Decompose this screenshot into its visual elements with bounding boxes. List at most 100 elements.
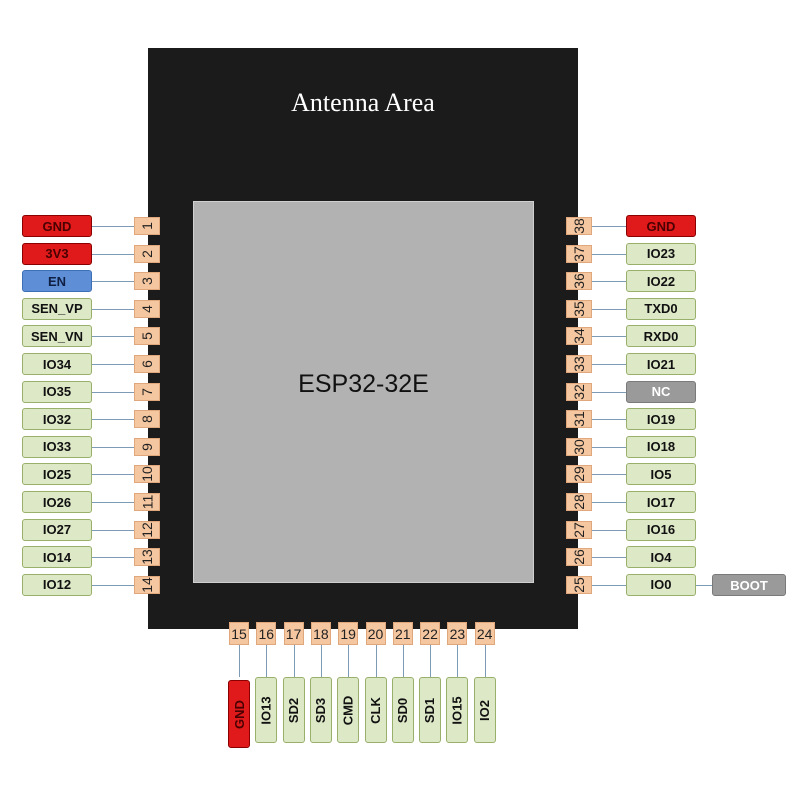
- right-pin-pad: 31: [566, 410, 592, 429]
- right-pin-wire: [592, 529, 626, 531]
- right-pin-wire: [592, 226, 626, 227]
- bottom-pin-wire: [320, 645, 322, 677]
- left-pin-number: 14: [138, 577, 155, 593]
- left-pin-label: EN: [47, 273, 67, 289]
- right-pin-pad: 37: [566, 244, 592, 263]
- left-pin-tag: IO34: [22, 353, 92, 375]
- right-pin-wire: [592, 557, 626, 559]
- bottom-pin-number: 17: [285, 625, 302, 642]
- left-pin-label: IO35: [42, 384, 72, 400]
- left-pin-wire: [92, 336, 134, 338]
- bottom-pin-label: SD2: [286, 697, 302, 723]
- bottom-pin-wire: [266, 645, 268, 677]
- left-pin-label: IO26: [42, 494, 72, 510]
- bottom-pin-tag: CMD: [337, 677, 360, 743]
- right-pin-label: IO0: [650, 577, 672, 593]
- left-pin-label: 3V3: [45, 246, 69, 262]
- bottom-pin-pad: 17: [283, 622, 304, 645]
- right-pin-number: 29: [570, 466, 587, 483]
- right-pin-pad: 34: [566, 327, 592, 346]
- bottom-pin-number: 21: [395, 625, 411, 642]
- right-pin-wire: [592, 419, 626, 421]
- left-pin-label: IO32: [42, 411, 72, 427]
- bottom-pin-wire: [375, 645, 377, 677]
- right-pin-pad: 30: [566, 437, 592, 456]
- bottom-pin-wire: [457, 645, 459, 677]
- bottom-pin-pad: 23: [447, 622, 468, 645]
- bottom-pin-pad: 15: [229, 622, 249, 645]
- left-pin-number: 11: [138, 494, 155, 510]
- right-pin-label: TXD0: [644, 301, 678, 317]
- right-pin-number: 35: [570, 301, 587, 317]
- left-pin-pad: 6: [134, 355, 160, 373]
- bottom-pin-wire: [293, 645, 295, 677]
- right-pin-wire: [592, 253, 626, 255]
- right-pin-number: 37: [570, 245, 587, 262]
- right-pin-wire: [592, 308, 626, 310]
- left-pin-label: SEN_VN: [30, 328, 84, 344]
- boot-wire: [694, 585, 712, 586]
- right-pin-tag: IO23: [626, 242, 696, 265]
- right-pin-number: 33: [570, 356, 587, 372]
- bottom-pin-number: 16: [258, 625, 275, 642]
- bottom-pin-wire: [402, 645, 404, 677]
- left-pin-wire: [92, 446, 134, 448]
- left-pin-label: IO14: [42, 549, 72, 565]
- right-pin-pad: 33: [566, 355, 592, 373]
- left-pin-tag: IO25: [22, 463, 92, 486]
- left-pin-wire: [92, 226, 134, 227]
- left-pin-pad: 14: [134, 575, 160, 594]
- right-pin-label: NC: [651, 384, 671, 400]
- left-pin-wire: [92, 419, 134, 421]
- left-pin-wire: [92, 529, 134, 531]
- left-pin-pad: 5: [134, 327, 160, 346]
- left-pin-pad: 8: [134, 410, 160, 429]
- chip-name-label: ESP32-32E: [298, 370, 429, 398]
- left-pin-pad: 12: [134, 520, 160, 539]
- right-pin-number: 28: [570, 494, 587, 510]
- right-pin-wire: [592, 474, 626, 476]
- right-pin-pad: 35: [566, 299, 592, 318]
- left-pin-tag: IO33: [22, 435, 92, 458]
- left-pin-label: IO25: [42, 466, 72, 482]
- right-pin-number: 31: [570, 411, 587, 427]
- left-pin-tag: IO35: [22, 380, 92, 403]
- left-pin-pad: 13: [134, 548, 160, 567]
- right-pin-label: GND: [646, 218, 676, 234]
- bottom-pin-tag: CLK: [364, 677, 387, 743]
- left-pin-number: 12: [138, 521, 155, 538]
- right-pin-label: IO22: [646, 273, 676, 289]
- right-pin-tag: IO5: [626, 463, 696, 486]
- right-pin-tag: IO21: [626, 353, 696, 375]
- right-pin-pad: 36: [566, 272, 592, 291]
- left-pin-pad: 3: [134, 272, 160, 291]
- bottom-pin-tag: IO15: [446, 677, 469, 743]
- right-pin-label: IO5: [650, 466, 672, 482]
- left-pin-number: 6: [138, 360, 155, 368]
- right-pin-wire: [592, 391, 626, 393]
- bottom-pin-pad: 24: [474, 622, 495, 645]
- boot-tag: BOOT: [712, 574, 786, 596]
- right-pin-tag: GND: [626, 215, 696, 237]
- right-pin-pad: 28: [566, 493, 592, 511]
- bottom-pin-number: 20: [367, 625, 384, 642]
- bottom-pin-label: CLK: [368, 696, 383, 724]
- right-pin-pad: 38: [566, 217, 592, 235]
- right-pin-tag: TXD0: [626, 297, 696, 320]
- right-pin-label: IO17: [646, 494, 676, 510]
- left-pin-wire: [92, 474, 134, 476]
- right-pin-label: IO21: [646, 356, 676, 372]
- left-pin-label: IO33: [42, 439, 72, 455]
- bottom-pin-label: GND: [231, 699, 247, 729]
- left-pin-pad: 11: [134, 493, 160, 511]
- right-pin-pad: 25: [566, 575, 592, 594]
- right-pin-tag: IO22: [626, 270, 696, 293]
- rf-shield: [193, 201, 534, 583]
- right-pin-wire: [592, 446, 626, 448]
- left-pin-label: IO27: [42, 522, 72, 538]
- left-pin-number: 9: [138, 442, 155, 451]
- bottom-pin-label: IO13: [258, 695, 274, 725]
- left-pin-tag: 3V3: [22, 242, 92, 265]
- left-pin-wire: [92, 308, 134, 310]
- bottom-pin-wire: [430, 645, 432, 677]
